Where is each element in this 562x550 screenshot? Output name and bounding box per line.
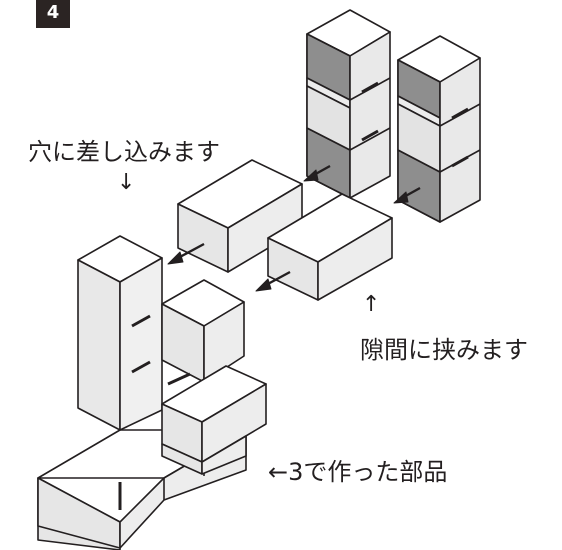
cube-slot	[167, 372, 191, 386]
shelf-a-slot	[361, 81, 379, 94]
column-slot	[131, 314, 151, 328]
box-sandwich-gap	[267, 193, 393, 301]
shelf-a-slot	[361, 129, 379, 142]
label-insert-arrow: ↓	[117, 170, 136, 195]
arrow-box-d-to-gap	[255, 270, 291, 292]
front-box-side-face	[201, 383, 267, 463]
arrow-into-shelf-b	[393, 186, 421, 204]
assembly-arrows	[167, 164, 421, 292]
arrow-into-shelf-a	[303, 164, 331, 182]
stacked-cubes	[161, 279, 245, 386]
column-front-face	[77, 259, 121, 431]
box-d-side-face	[317, 217, 393, 301]
tall-shelf-unit-b	[397, 35, 481, 223]
label-part-from-step3: ←3で作った部品	[268, 458, 448, 486]
step-number-badge: 4	[36, 0, 70, 28]
front-horizontal-box	[161, 365, 267, 475]
lower-cube-side	[201, 435, 247, 475]
label-sandwich-in-gap: 隙間に挟みます	[360, 336, 528, 364]
cube-side-face	[203, 301, 245, 383]
shelf-b-slot	[451, 155, 469, 168]
label-insert-into-holes: 穴に差し込みます	[28, 138, 220, 166]
shelf-b-side-face	[439, 57, 481, 223]
shelf-b-slot	[451, 107, 469, 120]
tall-column-left	[77, 235, 163, 431]
shelf-a-side-face	[349, 31, 391, 199]
arrow-box-c-to-column	[167, 242, 205, 265]
box-insert-holes	[177, 159, 303, 273]
column-side-face	[119, 257, 163, 431]
tall-shelf-unit-a	[306, 9, 391, 199]
label-sandwich-arrow: ↑	[362, 292, 381, 317]
column-slot	[131, 360, 151, 374]
